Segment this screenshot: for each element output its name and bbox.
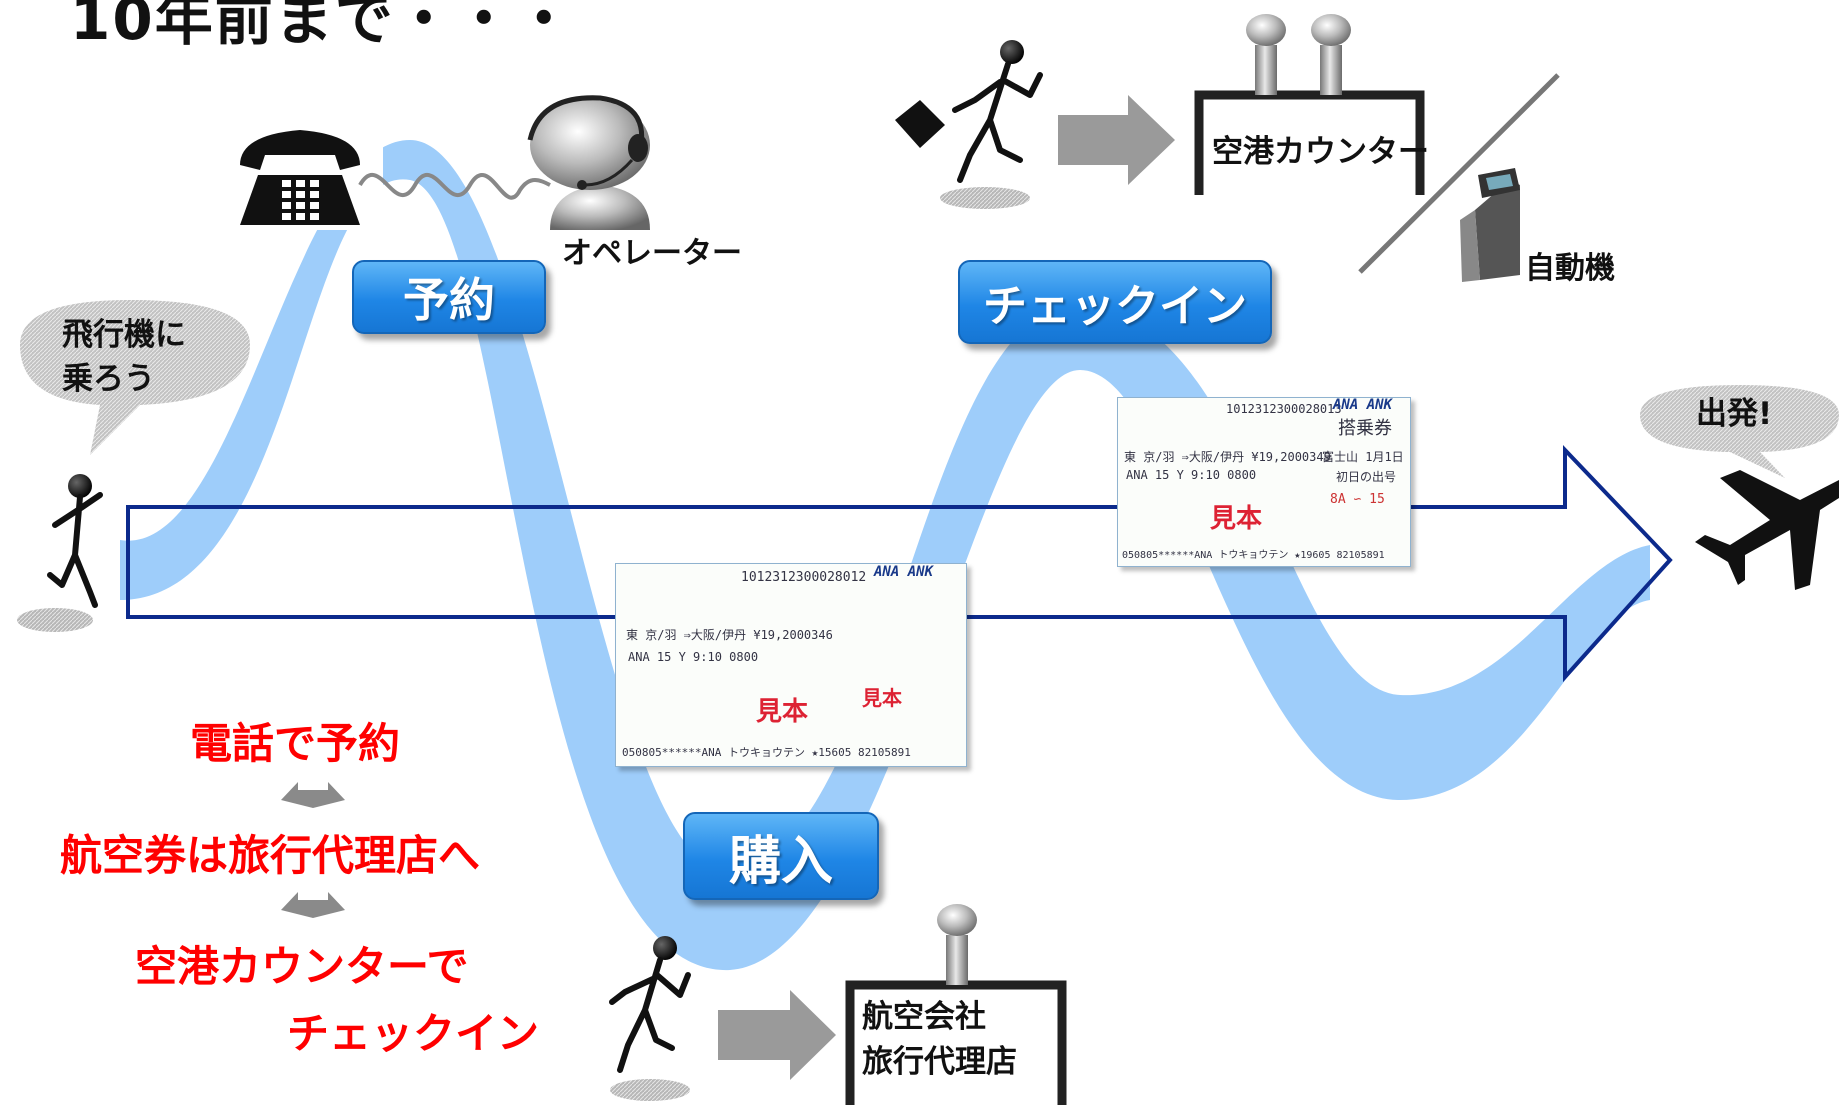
page-title: 10年前まで・・・ — [70, 0, 575, 53]
ticket2-number: 1012312300028012 — [741, 570, 867, 585]
airplane-icon — [1695, 470, 1839, 590]
phase-reserve: 予約 — [352, 260, 546, 334]
step-down-arrow-2 — [281, 892, 345, 918]
airport-counter-frame — [1194, 14, 1425, 195]
agency-counter-line2: 旅行代理店 — [862, 1044, 1017, 1080]
ticket1-destination: 富士山 1月1日 — [1322, 450, 1404, 464]
ticket1-route: 東 京/羽 ⇒大阪/伊丹 ¥19,2000349 — [1124, 450, 1331, 464]
ticket2-footer: 050805******ANA トウキョウテン ★15605 82105891 — [622, 746, 911, 759]
ticket1-seat: 8A ∽ 15 — [1330, 492, 1385, 507]
airline-ticket-sample: 1012312300028012 ANA ANK 東 京/羽 ⇒大阪/伊丹 ¥1… — [615, 563, 967, 767]
speech-left-line2: 乗ろう — [62, 361, 155, 397]
stick-figure-purchase-icon — [609, 936, 691, 1101]
speech-left-line1: 飛行機に — [62, 317, 186, 353]
speech-right: 出発! — [1696, 396, 1773, 432]
timeline-arrow — [126, 445, 1673, 683]
step-down-arrow-1 — [281, 782, 345, 808]
ticket2-route: 東 京/羽 ⇒大阪/伊丹 ¥19,2000346 — [626, 628, 833, 642]
speech-bubble-right — [1640, 385, 1839, 478]
ticket2-flight: ANA 15 Y 9:10 0800 — [628, 650, 759, 664]
ticket2-stamp: 見本 — [756, 697, 809, 727]
phase-purchase: 購入 — [683, 812, 879, 900]
stick-figure-checkin-icon — [895, 40, 1043, 209]
arrow-to-agency — [718, 990, 836, 1080]
divider-slash — [1358, 73, 1560, 274]
kiosk-icon — [1460, 168, 1520, 282]
telephone-icon — [218, 105, 551, 230]
step-4: チェックイン — [287, 1009, 540, 1058]
boarding-pass-sample: 1012312300028013 ANA ANK 搭乗券 東 京/羽 ⇒大阪/伊… — [1117, 397, 1411, 567]
operator-icon — [527, 95, 650, 230]
speech-bubble-left — [20, 300, 250, 455]
ticket1-footer: 050805******ANA トウキョウテン ★19605 82105891 — [1122, 550, 1385, 561]
ticket1-flight: ANA 15 Y 9:10 0800 — [1126, 468, 1257, 482]
phase-checkin: チェックイン — [958, 260, 1272, 344]
arrow-to-airport-counter — [1058, 95, 1175, 185]
ticket2-stamp-small: 見本 — [862, 686, 902, 710]
kiosk-label: 自動機 — [1525, 251, 1615, 286]
operator-label: オペレーター — [562, 236, 742, 271]
step-2: 航空券は旅行代理店へ — [60, 831, 481, 880]
ticket1-type: 搭乗券 — [1338, 418, 1392, 439]
ticket2-brand: ANA ANK — [874, 564, 934, 580]
step-3: 空港カウンターで — [135, 942, 469, 991]
agency-counter-frame — [845, 904, 1067, 1105]
wave-ribbon — [120, 140, 1650, 971]
agency-counter-line1: 航空会社 — [862, 999, 986, 1035]
ticket1-stamp: 見本 — [1210, 504, 1263, 534]
ticket1-note: 初日の出号 — [1336, 470, 1397, 484]
ticket1-number: 1012312300028013 — [1226, 402, 1342, 416]
airport-counter-label: 空港カウンター — [1212, 134, 1429, 170]
ticket1-brand: ANA ANK — [1333, 397, 1393, 413]
stick-figure-start-icon — [17, 474, 103, 632]
step-1: 電話で予約 — [190, 719, 401, 768]
